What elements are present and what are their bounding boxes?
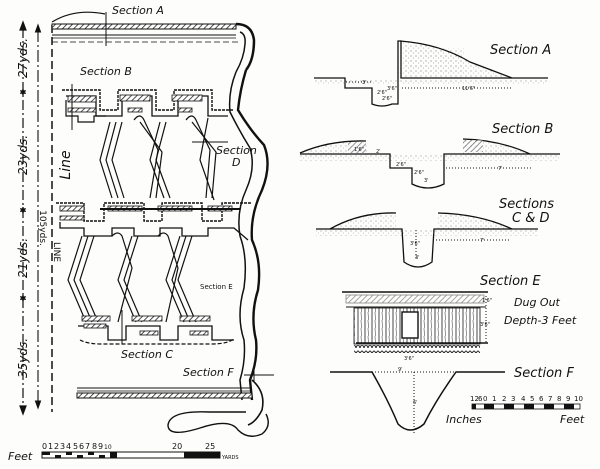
dim-35-yards: 35yds. [16, 338, 30, 378]
section-tick: 9 [566, 395, 570, 403]
section-tick: 2 [502, 395, 506, 403]
arrow-down-icon [19, 405, 27, 416]
section-e-title: Section E [480, 274, 541, 289]
total-dimension-line [34, 23, 42, 410]
trench-plan: ✶ ✶ ✶ 27yds. 23yds. 21yds. 35yds. 105yds… [8, 4, 274, 463]
lower-trench-system [67, 232, 235, 345]
section-cd-profile: 3'6" 3' 7' [316, 212, 538, 268]
plan-tick: 10 [104, 444, 112, 451]
section-scale-ticks: 12 6 0 1 2 3 4 5 6 7 8 9 10 [470, 395, 583, 403]
section-tick: 12 [470, 395, 479, 403]
dugout-note: Dug Out [514, 296, 561, 309]
plan-scale-ticks: 0 1 2 3 4 5 6 7 8 9 10 20 25 [42, 442, 215, 451]
dim-105-yards: 105yds. [37, 210, 47, 246]
section-b-dim: 7' [498, 166, 503, 172]
scale-label-feet: Feet [560, 413, 585, 426]
section-a-title: Section A [490, 43, 551, 58]
plan-tick: 5 [73, 442, 78, 451]
middle-trench-band [56, 202, 252, 241]
section-cd-dim: 3'6" [410, 241, 420, 247]
plan-tick: 3 [60, 442, 65, 451]
section-e-dim: 3'6" [404, 356, 414, 362]
plan-tick: 6 [79, 442, 84, 451]
section-a-dim: 3' [362, 80, 367, 86]
dim-23-yards: 23yds. [16, 135, 30, 175]
label-section-f: Section F [183, 366, 234, 379]
section-e-dim: 1'6" [482, 298, 492, 304]
label-section-d-1: Section [216, 144, 257, 157]
section-f-dim: 6' [413, 400, 418, 406]
plan-tick: 9 [98, 442, 103, 451]
section-tick: 8 [557, 395, 561, 403]
section-a-dim: 3'6" [387, 86, 397, 92]
section-a-dim: 2'6" [382, 96, 392, 102]
communication-trench [228, 69, 269, 401]
section-b-dim: 2' [376, 149, 381, 155]
section-a-profile: 3' 3'6" 2'6" 2'6" 11'6" [314, 40, 548, 107]
svg-text:✶: ✶ [20, 88, 27, 97]
bottom-trench [76, 366, 274, 437]
section-tick: 6 [478, 395, 483, 403]
section-b-dim: 2'6" [396, 162, 406, 168]
section-scale-bar [471, 403, 581, 410]
plan-tick: 4 [66, 442, 71, 451]
line-label-lower: LINE [51, 242, 61, 262]
section-a-dim: 2'6" [377, 90, 387, 96]
section-tick: 3 [511, 395, 515, 403]
section-tick: 5 [530, 395, 534, 403]
plan-tick: 1 [48, 442, 53, 451]
section-e-dugout: 1'6" 3'6" 3'6" [342, 291, 492, 362]
svg-text:✶: ✶ [20, 294, 27, 303]
sections-cd-title-2: C & D [512, 211, 550, 226]
section-b-title: Section B [492, 122, 553, 137]
section-f-dim: 9' [398, 367, 403, 373]
yard-dimension-line: ✶ ✶ ✶ [19, 20, 27, 416]
plan-scale-bar [41, 451, 221, 459]
plan-tick: 0 [42, 442, 47, 451]
plan-tick: 20 [172, 442, 182, 451]
section-f-title: Section F [514, 366, 574, 381]
section-tick: 10 [574, 395, 583, 403]
dugout-depth-note: Depth-3 Feet [504, 314, 577, 327]
upper-trench-system [62, 84, 234, 201]
line-label-upper: Line [58, 150, 74, 179]
dim-27-yards: 27yds. [16, 38, 30, 78]
section-tick: 1 [492, 395, 496, 403]
label-section-e: Section E [200, 283, 233, 291]
scale-label-inches: Inches [446, 413, 482, 426]
section-b-dim: 3' [424, 178, 429, 184]
section-tick: 7 [548, 395, 552, 403]
section-a-dim: 11'6" [462, 86, 475, 92]
section-tick: 4 [521, 395, 526, 403]
plan-scale-unit-yards: YARDS [221, 455, 239, 461]
label-section-a: Section A [112, 4, 164, 17]
plan-tick: 25 [205, 442, 215, 451]
svg-text:✶: ✶ [20, 206, 27, 215]
top-trench [51, 11, 256, 73]
plan-tick: 2 [54, 442, 59, 451]
section-e-dim: 3'6" [480, 322, 490, 328]
section-b-dim: 1'6" [354, 147, 364, 153]
dim-21-yards: 21yds. [16, 238, 30, 278]
plan-scale-unit-feet: Feet [8, 450, 33, 463]
section-cd-dim: 3' [415, 255, 420, 261]
label-section-b: Section B [80, 65, 132, 78]
section-tick: 0 [483, 395, 487, 403]
label-section-c: Section C [121, 348, 173, 361]
plan-tick: 7 [85, 442, 90, 451]
arrow-up-icon [19, 20, 27, 31]
section-b-dim: 2'6" [414, 170, 424, 176]
sections-cd-title-1: Sections [499, 197, 554, 212]
plan-tick: 8 [92, 442, 97, 451]
section-tick: 6 [539, 395, 544, 403]
label-section-d-2: D [232, 156, 240, 169]
section-b-profile: 1'6" 2' 2'6" 2'6" 3' 7' [299, 138, 560, 189]
section-f-profile: 9' 6' [330, 367, 505, 434]
section-cd-dim: 7' [480, 238, 485, 244]
